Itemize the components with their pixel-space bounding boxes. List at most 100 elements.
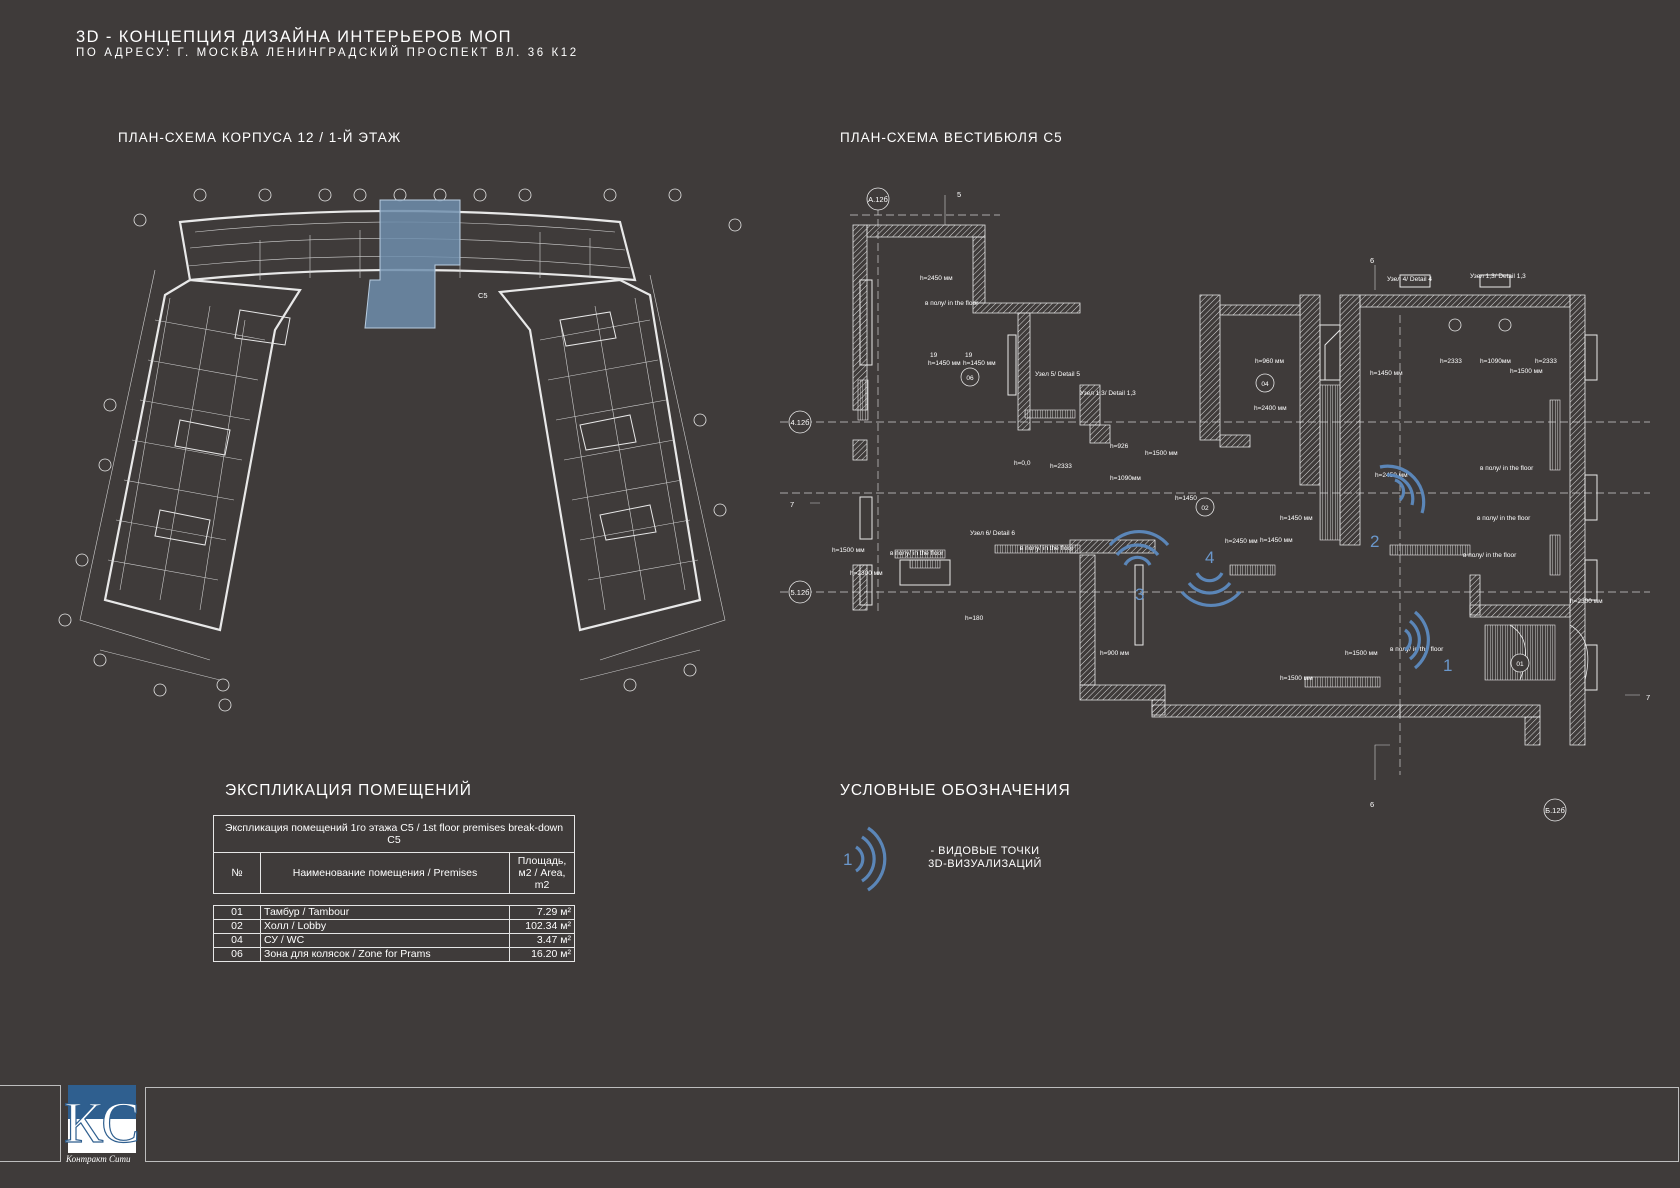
detail-6-label: Узел 6/ Detail 6 xyxy=(970,530,1015,537)
viewpoint-2: 2 xyxy=(1370,464,1426,551)
svg-text:2: 2 xyxy=(1370,532,1379,551)
svg-text:4.12б: 4.12б xyxy=(791,418,810,427)
svg-text:h=1090мм: h=1090мм xyxy=(1110,475,1141,482)
svg-text:h=1450 мм: h=1450 мм xyxy=(1260,537,1293,544)
detail-4-label: Узел 4/ Detail 4 xyxy=(1387,276,1432,283)
lobby-floor-plan: А.12б 4.12б 5.12б Б.12б 5 6 6 7 7 xyxy=(780,187,1650,822)
legend-viewpoint-icon: 1 xyxy=(843,826,887,892)
svg-text:h=2333: h=2333 xyxy=(1440,358,1462,365)
svg-text:Б.12б: Б.12б xyxy=(1545,806,1565,815)
table-row: 04 СУ / WC 3.47 м² xyxy=(213,933,575,948)
svg-text:h=1500 мм: h=1500 мм xyxy=(1510,368,1543,375)
svg-text:h=1090мм: h=1090мм xyxy=(1480,358,1511,365)
explication-rows: 01 Тамбур / Tambour 7.29 м² 02 Холл / Lo… xyxy=(213,905,575,962)
svg-text:19: 19 xyxy=(930,352,938,359)
plan-annotations: h=2450 мм в полу/ in the floor 19h=1450 … xyxy=(832,275,1603,682)
svg-text:06: 06 xyxy=(966,375,974,382)
room-tag-06: 06 xyxy=(960,367,980,387)
svg-text:h=1500 мм: h=1500 мм xyxy=(1280,675,1313,682)
svg-text:1: 1 xyxy=(1443,656,1452,675)
section-mark-7-left: 7 xyxy=(790,500,794,509)
page-subtitle: ПО АДРЕСУ: Г. МОСКВА ЛЕНИНГРАДСКИЙ ПРОСП… xyxy=(76,47,579,59)
svg-text:h=1450: h=1450 xyxy=(1175,495,1197,502)
building-floor-plan: С5 xyxy=(58,188,742,712)
table-row: 06 Зона для колясок / Zone for Prams 16.… xyxy=(213,947,575,962)
svg-text:3: 3 xyxy=(1135,585,1144,604)
detail-1-3-top-label: Узел 1,3/ Detail 1,3 xyxy=(1470,273,1526,280)
column-premises: Наименование помещения / Premises xyxy=(260,852,510,894)
svg-text:h=2400 мм: h=2400 мм xyxy=(1254,405,1287,412)
svg-text:04: 04 xyxy=(1261,381,1269,388)
svg-text:в полу/ in the floor: в полу/ in the floor xyxy=(1020,545,1074,552)
section-mark-7-right: 7 xyxy=(1646,693,1650,702)
axis-5: 5.12б xyxy=(788,580,812,604)
svg-text:h=2333: h=2333 xyxy=(1535,358,1557,365)
building-plan-title: ПЛАН-СХЕМА КОРПУСА 12 / 1-Й ЭТАЖ xyxy=(118,130,402,145)
svg-text:h=1450 мм: h=1450 мм xyxy=(1280,515,1313,522)
legend-line-1: - ВИДОВЫЕ ТОЧКИ xyxy=(930,845,1040,857)
svg-text:h=1500 мм: h=1500 мм xyxy=(1345,650,1378,657)
room-tag-04: 04 xyxy=(1255,373,1275,393)
detail-1-3-mid-label: Узел 1,3/ Detail 1,3 xyxy=(1080,390,1136,397)
svg-text:КС: КС xyxy=(64,1090,140,1155)
svg-text:в полу/ in the floor: в полу/ in the floor xyxy=(1463,552,1517,559)
column-number: № xyxy=(213,852,261,894)
svg-text:h=2333: h=2333 xyxy=(1050,463,1072,470)
svg-text:в полу/ in the floor: в полу/ in the floor xyxy=(1477,515,1531,522)
explication-caption: Экспликация помещений 1го этажа С5 / 1st… xyxy=(213,815,575,853)
svg-text:h=180: h=180 xyxy=(965,615,984,622)
svg-text:h=2300 мм: h=2300 мм xyxy=(850,570,883,577)
table-row: 02 Холл / Lobby 102.34 м² xyxy=(213,919,575,934)
explication-heading: ЭКСПЛИКАЦИЯ ПОМЕЩЕНИЙ xyxy=(225,782,472,799)
svg-text:5.12б: 5.12б xyxy=(791,588,810,597)
room-tag-01: 01 xyxy=(1510,653,1530,673)
detail-5-label: Узел 5/ Detail 5 xyxy=(1035,371,1080,378)
svg-text:1: 1 xyxy=(843,850,852,869)
company-logo: КС xyxy=(63,1085,141,1156)
legend-heading: УСЛОВНЫЕ ОБОЗНАЧЕНИЯ xyxy=(840,782,1071,799)
section-mark-6-top: 6 xyxy=(1370,256,1374,265)
axis-a: А.12б xyxy=(866,187,890,211)
legend-description: - ВИДОВЫЕ ТОЧКИ 3D-ВИЗУАЛИЗАЦИЙ xyxy=(915,845,1055,871)
explication-header-table: Экспликация помещений 1го этажа С5 / 1st… xyxy=(213,815,575,894)
viewpoint-1: 1 xyxy=(1403,610,1452,675)
footer-frame-left xyxy=(0,1085,61,1162)
svg-text:h=2450 мм: h=2450 мм xyxy=(1225,538,1258,545)
svg-text:02: 02 xyxy=(1201,505,1209,512)
svg-text:h=2450 мм: h=2450 мм xyxy=(920,275,953,282)
legend-line-2: 3D-ВИЗУАЛИЗАЦИЙ xyxy=(928,858,1042,870)
svg-text:А.12б: А.12б xyxy=(868,195,888,204)
footer-frame-main xyxy=(145,1087,1679,1162)
lobby-c5-label: С5 xyxy=(478,291,488,300)
svg-text:в полу/ in the floor: в полу/ in the floor xyxy=(890,550,944,557)
axis-b: Б.12б xyxy=(1543,798,1567,822)
svg-text:h=2300 мм: h=2300 мм xyxy=(1570,598,1603,605)
section-mark-6-bottom: 6 xyxy=(1370,800,1374,809)
svg-text:h=1450 мм: h=1450 мм xyxy=(1370,370,1403,377)
svg-text:4: 4 xyxy=(1205,548,1214,567)
column-area: Площадь, м2 / Area, m2 xyxy=(509,852,575,894)
svg-text:h=1500 мм: h=1500 мм xyxy=(1145,450,1178,457)
table-row: 01 Тамбур / Tambour 7.29 м² xyxy=(213,905,575,920)
svg-text:h=1450 мм: h=1450 мм xyxy=(928,360,961,367)
viewpoint-3: 3 xyxy=(1108,530,1170,604)
lobby-c5-highlight xyxy=(364,199,461,329)
svg-text:h=960 мм: h=960 мм xyxy=(1255,358,1285,365)
svg-text:01: 01 xyxy=(1516,661,1524,668)
building-axis-markers xyxy=(58,188,742,712)
logo-caption: Контракт Сити xyxy=(66,1154,131,1164)
svg-text:h=1450 мм: h=1450 мм xyxy=(963,360,996,367)
viewpoint-4: 4 xyxy=(1180,548,1242,607)
svg-text:h=926: h=926 xyxy=(1110,443,1129,450)
svg-text:в полу/ in the floor: в полу/ in the floor xyxy=(1480,465,1534,472)
svg-text:h=0,0: h=0,0 xyxy=(1014,460,1031,467)
lobby-plan-title: ПЛАН-СХЕМА ВЕСТИБЮЛЯ С5 xyxy=(840,130,1063,145)
svg-text:в полу/ in the floor: в полу/ in the floor xyxy=(925,300,979,307)
axis-4: 4.12б xyxy=(788,410,812,434)
svg-text:19: 19 xyxy=(965,352,973,359)
section-mark-5: 5 xyxy=(957,190,961,199)
svg-text:h=1500 мм: h=1500 мм xyxy=(832,547,865,554)
svg-text:h=900 мм: h=900 мм xyxy=(1100,650,1130,657)
page-title: 3D - КОНЦЕПЦИЯ ДИЗАЙНА ИНТЕРЬЕРОВ МОП xyxy=(76,28,512,46)
room-tag-02: 02 xyxy=(1195,497,1215,517)
